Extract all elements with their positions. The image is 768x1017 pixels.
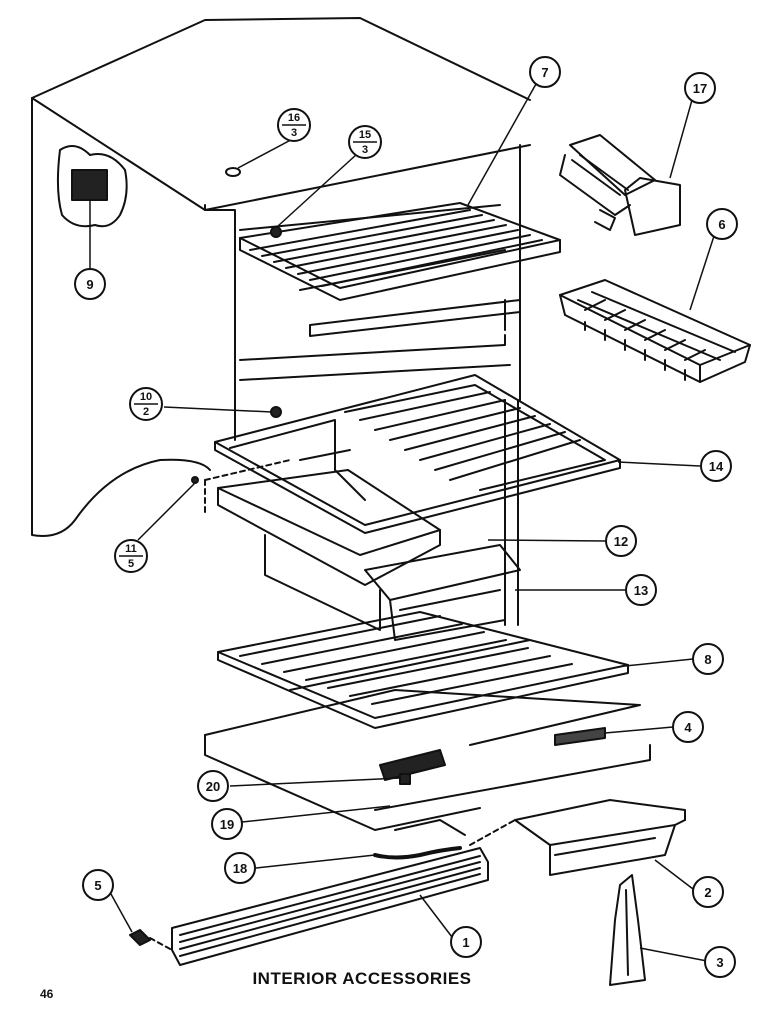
svg-text:3: 3: [716, 955, 723, 970]
callout-10-2: 10 2: [129, 387, 163, 421]
svg-text:18: 18: [233, 861, 247, 876]
page-number: 46: [40, 987, 54, 1001]
callout-13: 13: [625, 574, 657, 606]
svg-text:1: 1: [462, 935, 469, 950]
callout-5: 5: [82, 869, 114, 901]
callout-8: 8: [692, 643, 724, 675]
callout-15-3: 15 3: [348, 125, 382, 159]
callout-14: 14: [700, 450, 732, 482]
svg-text:5: 5: [128, 558, 134, 570]
callout-9: 9: [74, 268, 106, 300]
cabinet-label-part: [56, 145, 128, 228]
callout-20: 20: [197, 770, 229, 802]
svg-text:9: 9: [86, 277, 93, 292]
base-grille: [171, 847, 489, 966]
svg-text:2: 2: [143, 406, 149, 418]
svg-text:4: 4: [684, 720, 692, 735]
ice-tray: [559, 279, 751, 383]
svg-text:12: 12: [614, 534, 628, 549]
callout-3: 3: [704, 946, 736, 978]
callout-11-5: 11 5: [114, 539, 148, 573]
svg-text:2: 2: [704, 885, 711, 900]
callout-16-3: 16 3: [277, 108, 311, 142]
callout-7: 7: [529, 56, 561, 88]
svg-text:19: 19: [220, 817, 234, 832]
svg-text:15: 15: [359, 129, 371, 141]
callout-4: 4: [672, 711, 704, 743]
plug-button-part: [225, 167, 241, 177]
svg-text:7: 7: [541, 65, 548, 80]
callout-17: 17: [684, 72, 716, 104]
leader-lines: [89, 83, 715, 962]
diagram-caption: INTERIOR ACCESSORIES: [252, 969, 471, 988]
meat-pan-drawer: [469, 799, 686, 876]
top-wire-shelf: [239, 202, 561, 337]
grille-screw: [129, 929, 173, 951]
bottom-cover-panel: [204, 689, 651, 860]
cabinet-outline: [31, 17, 531, 626]
callout-2: 2: [692, 876, 724, 908]
lower-wire-shelf: [217, 611, 629, 729]
light-switch-part: [399, 773, 411, 785]
shelf-support-part: [270, 406, 282, 418]
callout-1: 1: [450, 926, 482, 958]
screw-part: [270, 226, 282, 238]
callout-12: 12: [605, 525, 637, 557]
svg-text:11: 11: [125, 543, 137, 555]
svg-text:8: 8: [704, 652, 711, 667]
svg-text:16: 16: [288, 112, 300, 124]
svg-text:17: 17: [693, 81, 707, 96]
middle-shelf-and-crisper-cover: [214, 374, 621, 534]
ice-maker: [559, 134, 681, 236]
svg-text:3: 3: [362, 144, 368, 156]
svg-text:20: 20: [206, 779, 220, 794]
svg-text:5: 5: [94, 878, 101, 893]
svg-text:13: 13: [634, 583, 648, 598]
svg-text:10: 10: [140, 391, 152, 403]
svg-text:3: 3: [291, 127, 297, 139]
callout-18: 18: [224, 852, 256, 884]
callout-19: 19: [211, 808, 243, 840]
svg-text:6: 6: [718, 217, 725, 232]
crisper-drawer: [204, 459, 521, 641]
callout-6: 6: [706, 208, 738, 240]
svg-text:14: 14: [709, 459, 724, 474]
leveling-leg: [609, 874, 646, 986]
